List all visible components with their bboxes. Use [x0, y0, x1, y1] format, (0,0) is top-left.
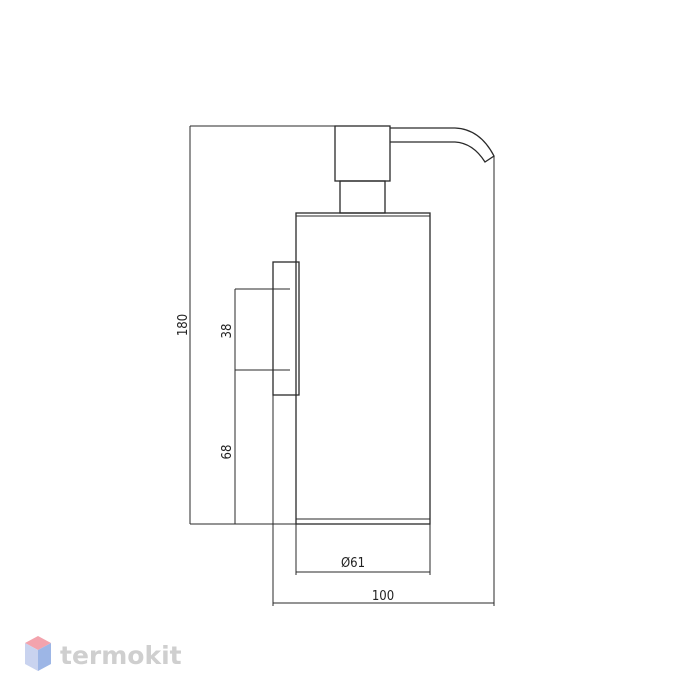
brand-logo: termokit	[25, 636, 182, 671]
bottle-body	[295, 212, 431, 525]
label-diameter: Ø61	[341, 556, 365, 571]
pump-head	[334, 125, 391, 214]
dimension-height-total	[189, 125, 335, 525]
label-bracket-offset: 68	[220, 445, 235, 460]
dimension-bracket	[234, 288, 290, 524]
cube-icon	[25, 636, 51, 671]
wall-bracket	[272, 261, 300, 396]
label-height-total: 180	[176, 314, 191, 336]
label-bracket-height: 38	[220, 324, 235, 339]
dimension-depth	[272, 156, 495, 606]
label-depth-total: 100	[372, 589, 394, 604]
brand-name: termokit	[60, 641, 182, 670]
spout	[390, 127, 495, 163]
dimension-diameter	[295, 524, 431, 575]
